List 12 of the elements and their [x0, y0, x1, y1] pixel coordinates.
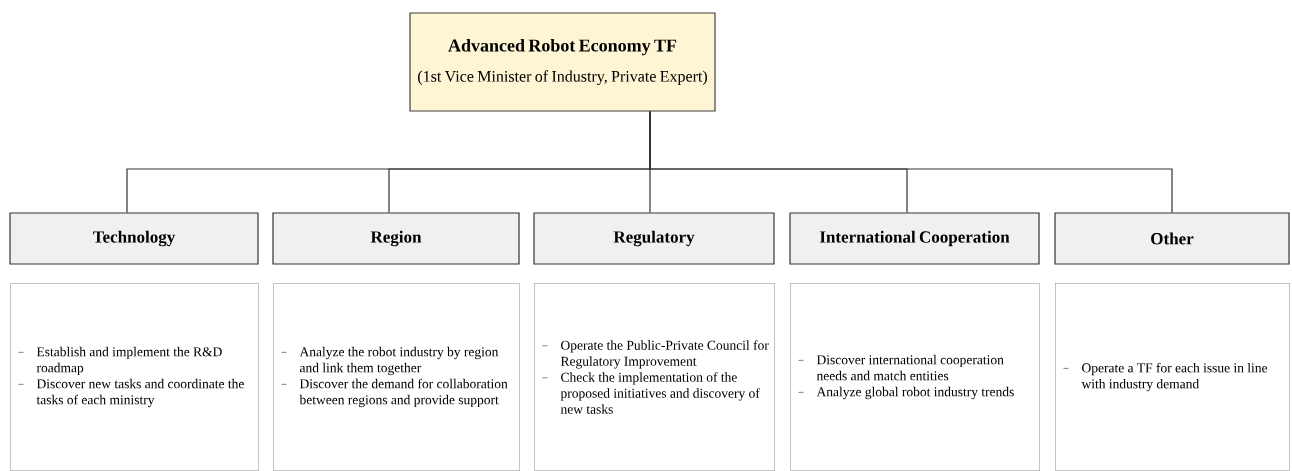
- task-box: Operate a TF for each issue in line with industry demand: [1055, 283, 1290, 471]
- connector-line: [649, 111, 1173, 213]
- category-box: Regulatory: [533, 212, 775, 265]
- task-box: Analyze the robot industry by region and link them together Discover the demand for collaboration between regions and provide support: [273, 283, 520, 471]
- title-box: Advanced Robot Economy TF (1st Vice Minister of Industry, Private Expert): [409, 12, 716, 112]
- task-box: Discover international cooperation needs and match entities Analyze global robot industry trends: [790, 283, 1040, 471]
- task-box: Establish and implement the R&D roadmap Discover new tasks and coordinate the tasks of each ministry: [10, 283, 259, 471]
- category-box: International Cooperation: [789, 212, 1040, 265]
- category-box: Other: [1054, 212, 1290, 265]
- category-box: Technology: [9, 212, 259, 265]
- task-box: Operate the Public-Private Council for Regulatory Improvement Check the implementation of the proposed initiatives and discovery of new tasks: [534, 283, 775, 471]
- category-box: Region: [272, 212, 520, 265]
